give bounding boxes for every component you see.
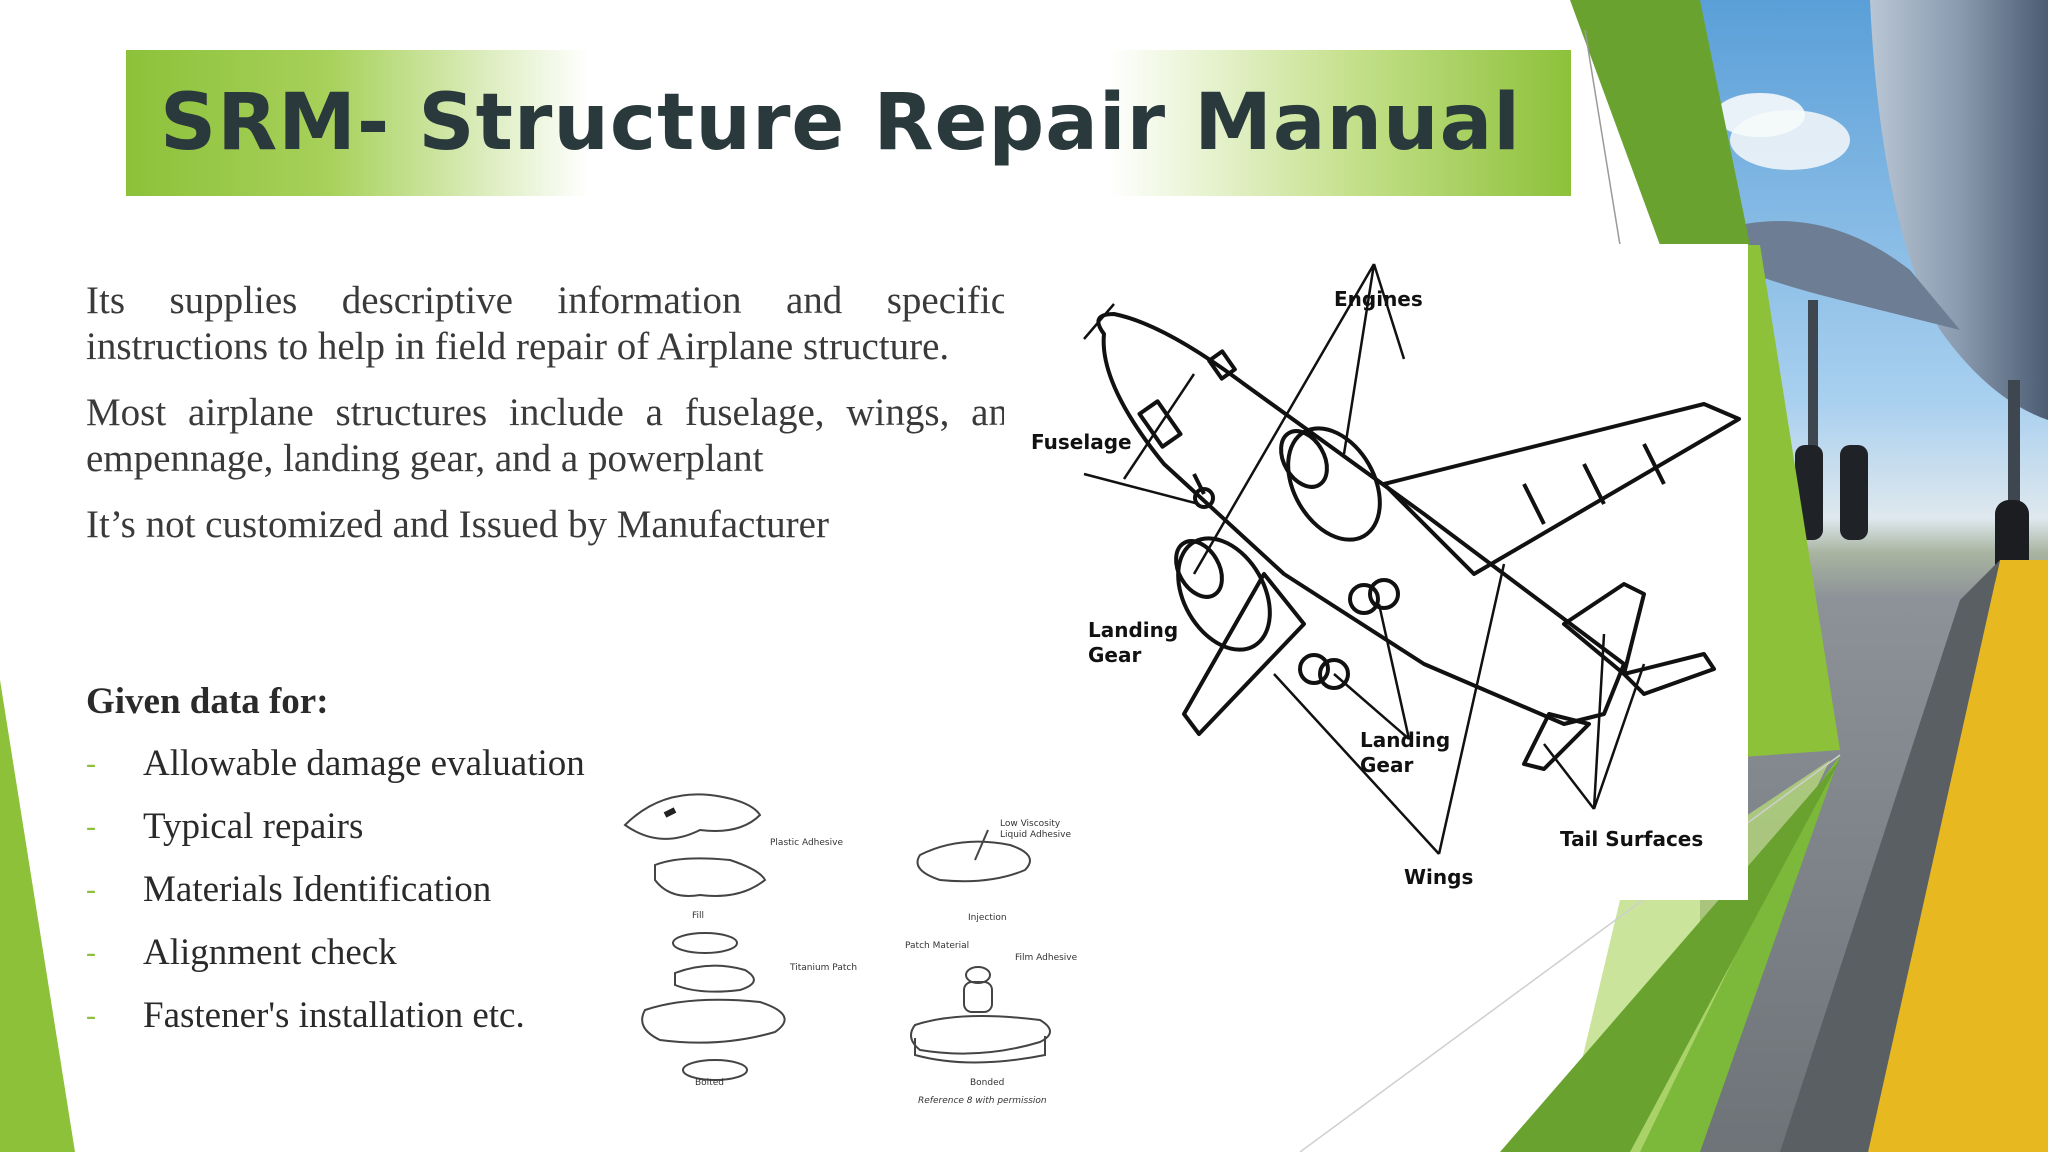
airplane-drawing <box>1096 312 1741 771</box>
dash-bullet-icon: - <box>86 810 96 843</box>
title-banner: SRM- Structure Repair Manual <box>126 50 1571 196</box>
label-bonded: Bonded <box>970 1078 1004 1088</box>
repair-methods-diagram: Plastic Adhesive Fill Low Viscosity Liqu… <box>600 770 1100 1120</box>
thin-line-1 <box>1584 29 1621 246</box>
label-tail-surfaces: Tail Surfaces <box>1560 827 1703 851</box>
label-reference: Reference 8 with permission <box>918 1096 1047 1106</box>
label-wings: Wings <box>1404 865 1473 889</box>
dash-bullet-icon: - <box>86 747 96 780</box>
label-low-viscosity: Low Viscosity <box>1000 819 1061 829</box>
green-triangle-top-right <box>1570 0 1750 245</box>
slide-title: SRM- Structure Repair Manual <box>160 78 1521 168</box>
airplane-diagram: Engines Fuselage Landing Gear Landing Ge… <box>1004 244 1748 900</box>
repair-labels: Plastic Adhesive Fill Low Viscosity Liqu… <box>692 819 1078 1106</box>
body-text: Its supplies descriptive information and… <box>86 278 1008 568</box>
list-item: -Allowable damage evaluation <box>86 743 585 784</box>
paragraph-issuer: It’s not customized and Issued by Manufa… <box>86 503 829 546</box>
repair-drawings <box>623 793 1051 1081</box>
list-item: -Fastener's installation etc. <box>86 995 525 1036</box>
paragraph-structures: Most airplane structures include a fusel… <box>86 391 1008 480</box>
label-patch-material: Patch Material <box>905 941 969 951</box>
leader-lines <box>1083 263 1646 855</box>
label-fuselage: Fuselage <box>1031 430 1132 454</box>
label-engines: Engines <box>1334 287 1423 311</box>
given-heading: Given data for: <box>86 681 329 722</box>
label-fill: Fill <box>692 911 704 921</box>
thin-line-2 <box>1299 754 1841 1152</box>
dash-bullet-icon: - <box>86 873 96 906</box>
dash-bullet-icon: - <box>86 936 96 969</box>
label-titanium-patch: Titanium Patch <box>789 963 857 973</box>
list-item: -Alignment check <box>86 932 397 973</box>
label-bolted: Bolted <box>695 1078 724 1088</box>
label-landing-gear-2a: Landing <box>1360 728 1450 752</box>
list-item: -Typical repairs <box>86 806 364 847</box>
list-item: -Materials Identification <box>86 869 492 910</box>
label-liquid-adhesive: Liquid Adhesive <box>1000 830 1071 840</box>
label-plastic-adhesive: Plastic Adhesive <box>770 838 843 848</box>
paragraph-description: Its supplies descriptive information and… <box>86 279 1008 368</box>
label-landing-gear-2b: Gear <box>1360 753 1413 777</box>
label-injection: Injection <box>968 913 1007 923</box>
label-landing-gear-1a: Landing <box>1088 618 1178 642</box>
dash-bullet-icon: - <box>86 999 96 1032</box>
bullet-list: -Allowable damage evaluation -Typical re… <box>86 742 585 1057</box>
diagram-labels: Engines Fuselage Landing Gear Landing Ge… <box>1031 287 1703 889</box>
label-landing-gear-1b: Gear <box>1088 643 1141 667</box>
green-triangle-bottom <box>1500 760 1840 1152</box>
label-film-adhesive: Film Adhesive <box>1015 953 1078 963</box>
green-triangle-left <box>0 680 75 1152</box>
